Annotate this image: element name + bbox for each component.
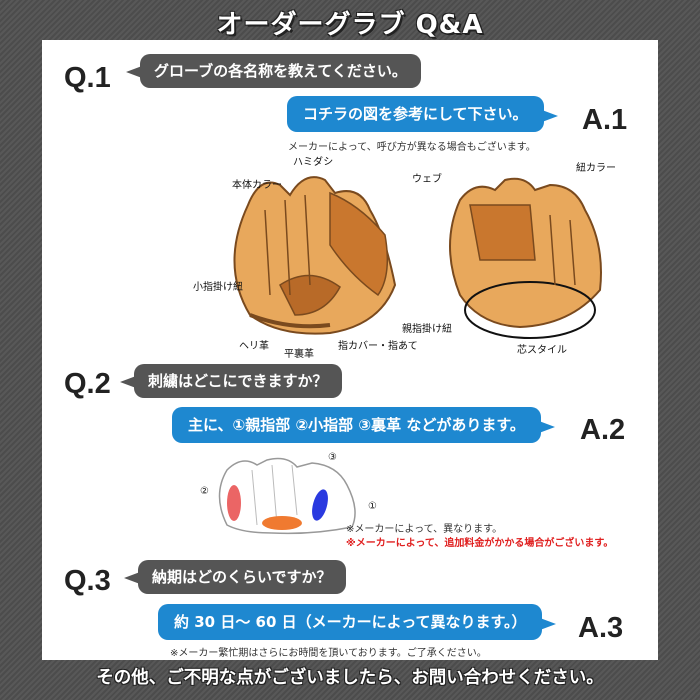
a1-bubble: コチラの図を参考にして下さい。 [287,96,558,132]
a2-note: ※メーカーによって、異なります。 [346,524,503,535]
a2-bubble: 主に、①親指部 ②小指部 ③裏革 などがあります。 [172,407,555,443]
glove-front-illustration [233,176,397,335]
a3-note: ※メーカー繁忙期はさらにお時間を頂いております。ご了承ください。 [170,648,487,659]
label-hamidashi: ハミダシ [293,157,334,168]
a2-label: A.2 [580,414,626,446]
a1-label: A.1 [582,104,628,136]
q1-label: Q.1 [64,62,111,94]
a2-note-red: ※メーカーによって、追加料金がかかる場合がございます。 [346,538,614,549]
embroidery-glove-illustration [218,457,356,535]
label-pinky-lace: 小指掛け紐 [193,282,243,293]
q3-bubble: 納期はどのくらいですか？ [124,560,346,594]
footer-text: その他、ご不明な点がございましたら、お問い合わせください。 [96,668,604,688]
page-title: オーダーグラブ Q&A [216,10,484,40]
glove-back-illustration [449,177,602,339]
a3-bubble: 約 30 日〜 60 日（メーカーによって異なります。） [158,604,557,640]
label-finger-cover: 指カバー・指あて [338,341,418,352]
q2-bubble: 刺繍はどこにできますか？ [120,364,342,398]
label-web: ウェブ [412,174,442,185]
marker-3: ③ [328,452,337,463]
a3-label: A.3 [578,612,624,644]
q3-label: Q.3 [64,565,111,597]
q1-bubble: グローブの各名称を教えてください。 [126,54,421,88]
a1-note: メーカーによって、呼び方が異なる場合もございます。 [288,142,536,153]
label-lace-color: 紐カラー [576,163,616,174]
label-core-style: 芯スタイル [517,345,567,356]
marker-1: ① [368,501,377,512]
marker-2: ② [200,486,209,497]
label-heri: ヘリ革 [239,341,269,352]
label-body-color: 本体カラー [232,180,282,191]
label-thumb-lace: 親指掛け紐 [402,324,452,335]
label-palm-liner: 平裏革 [284,349,314,360]
content-panel [42,40,658,660]
q2-label: Q.2 [64,368,111,400]
